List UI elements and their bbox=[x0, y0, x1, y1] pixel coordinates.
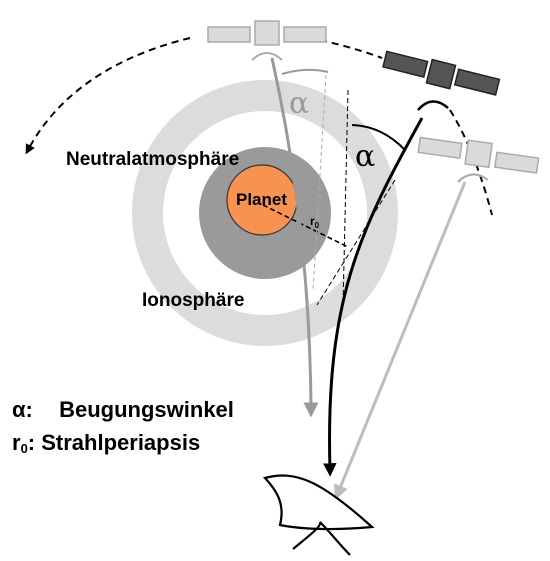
black-ray bbox=[323, 117, 424, 477]
satellite-icon bbox=[417, 136, 540, 174]
gray-alpha-label: α bbox=[289, 86, 309, 121]
satellite-icon bbox=[207, 20, 327, 61]
legend-r0: r0: Strahlperiapsis bbox=[12, 430, 200, 456]
planet-label: Planet bbox=[236, 190, 287, 209]
ground-antenna-icon bbox=[262, 474, 375, 556]
legend-alpha-symbol: α: bbox=[12, 397, 33, 422]
neutral-atmosphere-label: Neutralatmosphäre bbox=[66, 149, 239, 170]
r0-label-symbol: r bbox=[310, 214, 315, 228]
r0-label-sub: 0 bbox=[315, 221, 320, 230]
ionosphere-label: Ionosphäre bbox=[142, 290, 244, 311]
orbit-arc bbox=[25, 37, 191, 155]
gray-ray bbox=[270, 57, 319, 418]
black-tangent-lower bbox=[316, 179, 396, 306]
r0-label: r0 bbox=[310, 214, 320, 230]
active-satellite-antenna bbox=[417, 100, 449, 111]
right-satellite-antenna bbox=[457, 173, 489, 183]
gray-tangent-line bbox=[312, 74, 327, 291]
satellite-icon bbox=[382, 50, 501, 96]
legend-r0-sub: 0 bbox=[20, 441, 28, 456]
legend-alpha-text: Beugungswinkel bbox=[59, 397, 234, 422]
legend-alpha: α: Beugungswinkel bbox=[12, 397, 234, 423]
light-ray bbox=[333, 181, 467, 500]
black-angle-arc bbox=[351, 124, 406, 151]
black-alpha-label: α bbox=[355, 139, 375, 174]
black-tangent-upper bbox=[342, 89, 349, 306]
legend-r0-symbol: r bbox=[12, 430, 21, 455]
legend-r0-text: : Strahlperiapsis bbox=[27, 430, 201, 455]
orbit-dash-right bbox=[319, 39, 383, 59]
gray-angle-arc bbox=[281, 68, 329, 75]
